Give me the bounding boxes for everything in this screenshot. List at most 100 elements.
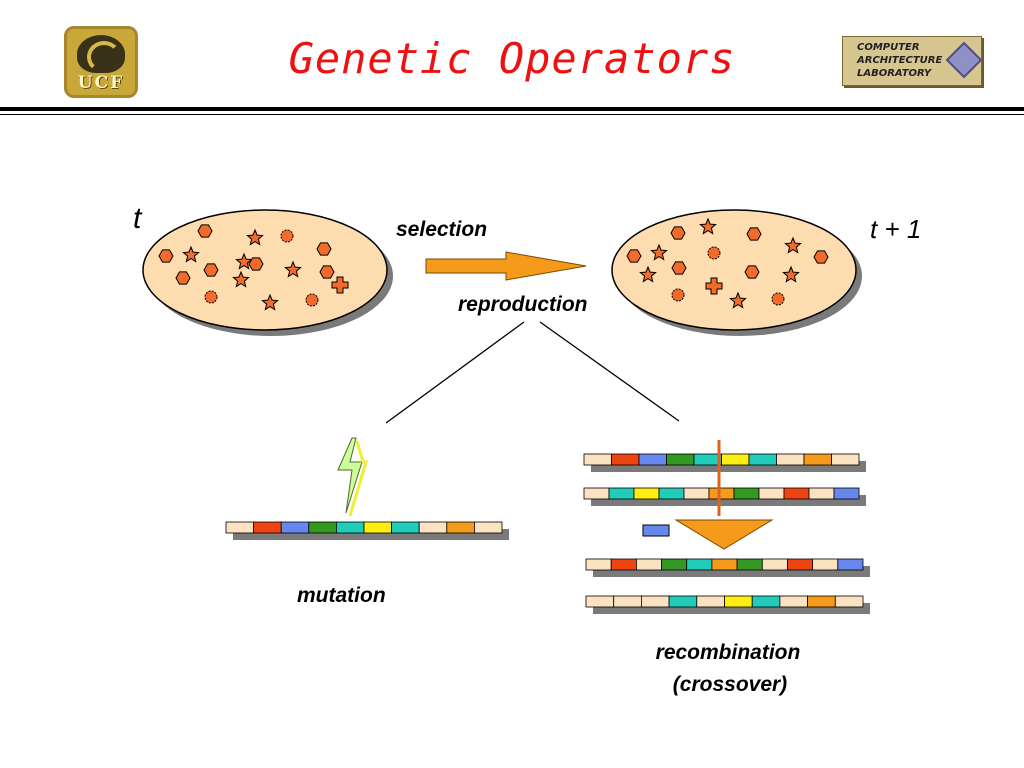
ucf-logo-text: UCF [77, 73, 125, 93]
gene-base [225, 521, 255, 534]
gene-cyan [751, 595, 781, 608]
population-t [142, 209, 393, 336]
gene-red [787, 558, 814, 571]
individual-star [232, 270, 250, 288]
gene-base [758, 487, 785, 500]
chromosome-mutation [225, 521, 509, 540]
individual-star [182, 245, 200, 263]
selection-arrow [425, 251, 587, 281]
chromosome-shadow [591, 495, 866, 506]
individual-hexagon [316, 242, 332, 256]
crossover-gene-block [642, 524, 670, 537]
gene-base [636, 558, 663, 571]
gene-base [779, 595, 809, 608]
gene-cyan [658, 487, 685, 500]
individual-hexagon [746, 227, 762, 241]
gene-base [808, 487, 835, 500]
gene-yellow [724, 595, 753, 608]
gene-base [585, 595, 615, 608]
chromosome-shadow [593, 566, 870, 577]
gene-base [696, 595, 725, 608]
gene-yellow [363, 521, 393, 534]
gene-red [253, 521, 282, 534]
chromosome-parent-1 [583, 453, 866, 472]
gene-base [418, 521, 448, 534]
gene-yellow [721, 453, 750, 466]
gene-cyan [693, 453, 722, 466]
mutation-label: mutation [297, 584, 386, 607]
chromosomes [225, 453, 870, 614]
gene-green [308, 521, 337, 534]
individual-circle [280, 229, 294, 243]
individual-hexagon [175, 271, 191, 285]
individual-cross [331, 276, 349, 294]
gene-red [611, 453, 640, 466]
gene-cyan [748, 453, 777, 466]
slide-title: Genetic Operators [288, 34, 736, 83]
individual-star [235, 252, 253, 270]
chromosome-shadow [593, 603, 870, 614]
individual-hexagon [158, 249, 174, 263]
time-label-t: t [133, 202, 142, 235]
individual-hexagon [626, 249, 642, 263]
gene-red [783, 487, 810, 500]
individual-circle [707, 246, 721, 260]
individual-hexagon [197, 224, 213, 238]
lightning-shadow [348, 440, 369, 517]
individual-hexagon [671, 261, 687, 275]
lab-logo-line-2: ARCHITECTURE [857, 55, 943, 66]
gene-orange [446, 521, 475, 534]
individual-circle [305, 293, 319, 307]
gene-cyan [608, 487, 635, 500]
individual-hexagon [248, 257, 264, 271]
reproduction-label: reproduction [458, 293, 588, 316]
individual-circle [771, 292, 785, 306]
gene-green [736, 558, 763, 571]
individual-hexagon [813, 250, 829, 264]
lab-logo-line-3: LABORATORY [857, 68, 932, 79]
gene-orange [803, 453, 832, 466]
gene-blue [837, 558, 864, 571]
gene-orange [807, 595, 836, 608]
gene-base [613, 595, 642, 608]
gene-base [761, 558, 788, 571]
ucf-logo: UCF [64, 26, 138, 98]
individual-star [246, 228, 264, 246]
lab-logo: COMPUTER ARCHITECTURE LABORATORY [842, 36, 983, 86]
lab-logo-line-1: COMPUTER [857, 42, 920, 53]
gene-orange [708, 487, 735, 500]
individual-hexagon [319, 265, 335, 279]
recombination-label: recombination [655, 641, 801, 664]
individual-star [699, 217, 717, 235]
gene-blue [833, 487, 860, 500]
gene-blue [638, 453, 667, 466]
population-ellipse [611, 209, 857, 331]
gene-blue [280, 521, 310, 534]
gene-base [776, 453, 805, 466]
gene-base [473, 521, 503, 534]
branch-line-mutation [385, 321, 525, 424]
gene-base [583, 453, 612, 466]
gene-base [641, 595, 670, 608]
title-rule-thin [0, 114, 1024, 115]
gene-cyan [686, 558, 713, 571]
gene-cyan [391, 521, 420, 534]
individual-star [782, 265, 800, 283]
individual-star [639, 265, 657, 283]
gene-yellow [633, 487, 660, 500]
branch-line-recombination [539, 321, 680, 422]
chromosome-parent-2 [583, 487, 866, 506]
crossover-arrow [674, 519, 774, 550]
individual-star [650, 243, 668, 261]
gene-base [683, 487, 710, 500]
gene-base [583, 487, 610, 500]
gene-base [812, 558, 839, 571]
selection-label: selection [396, 218, 488, 241]
individual-hexagon [670, 226, 686, 240]
individual-hexagon [744, 265, 760, 279]
individual-star [284, 260, 302, 278]
individual-star [784, 236, 802, 254]
gene-base [585, 558, 612, 571]
